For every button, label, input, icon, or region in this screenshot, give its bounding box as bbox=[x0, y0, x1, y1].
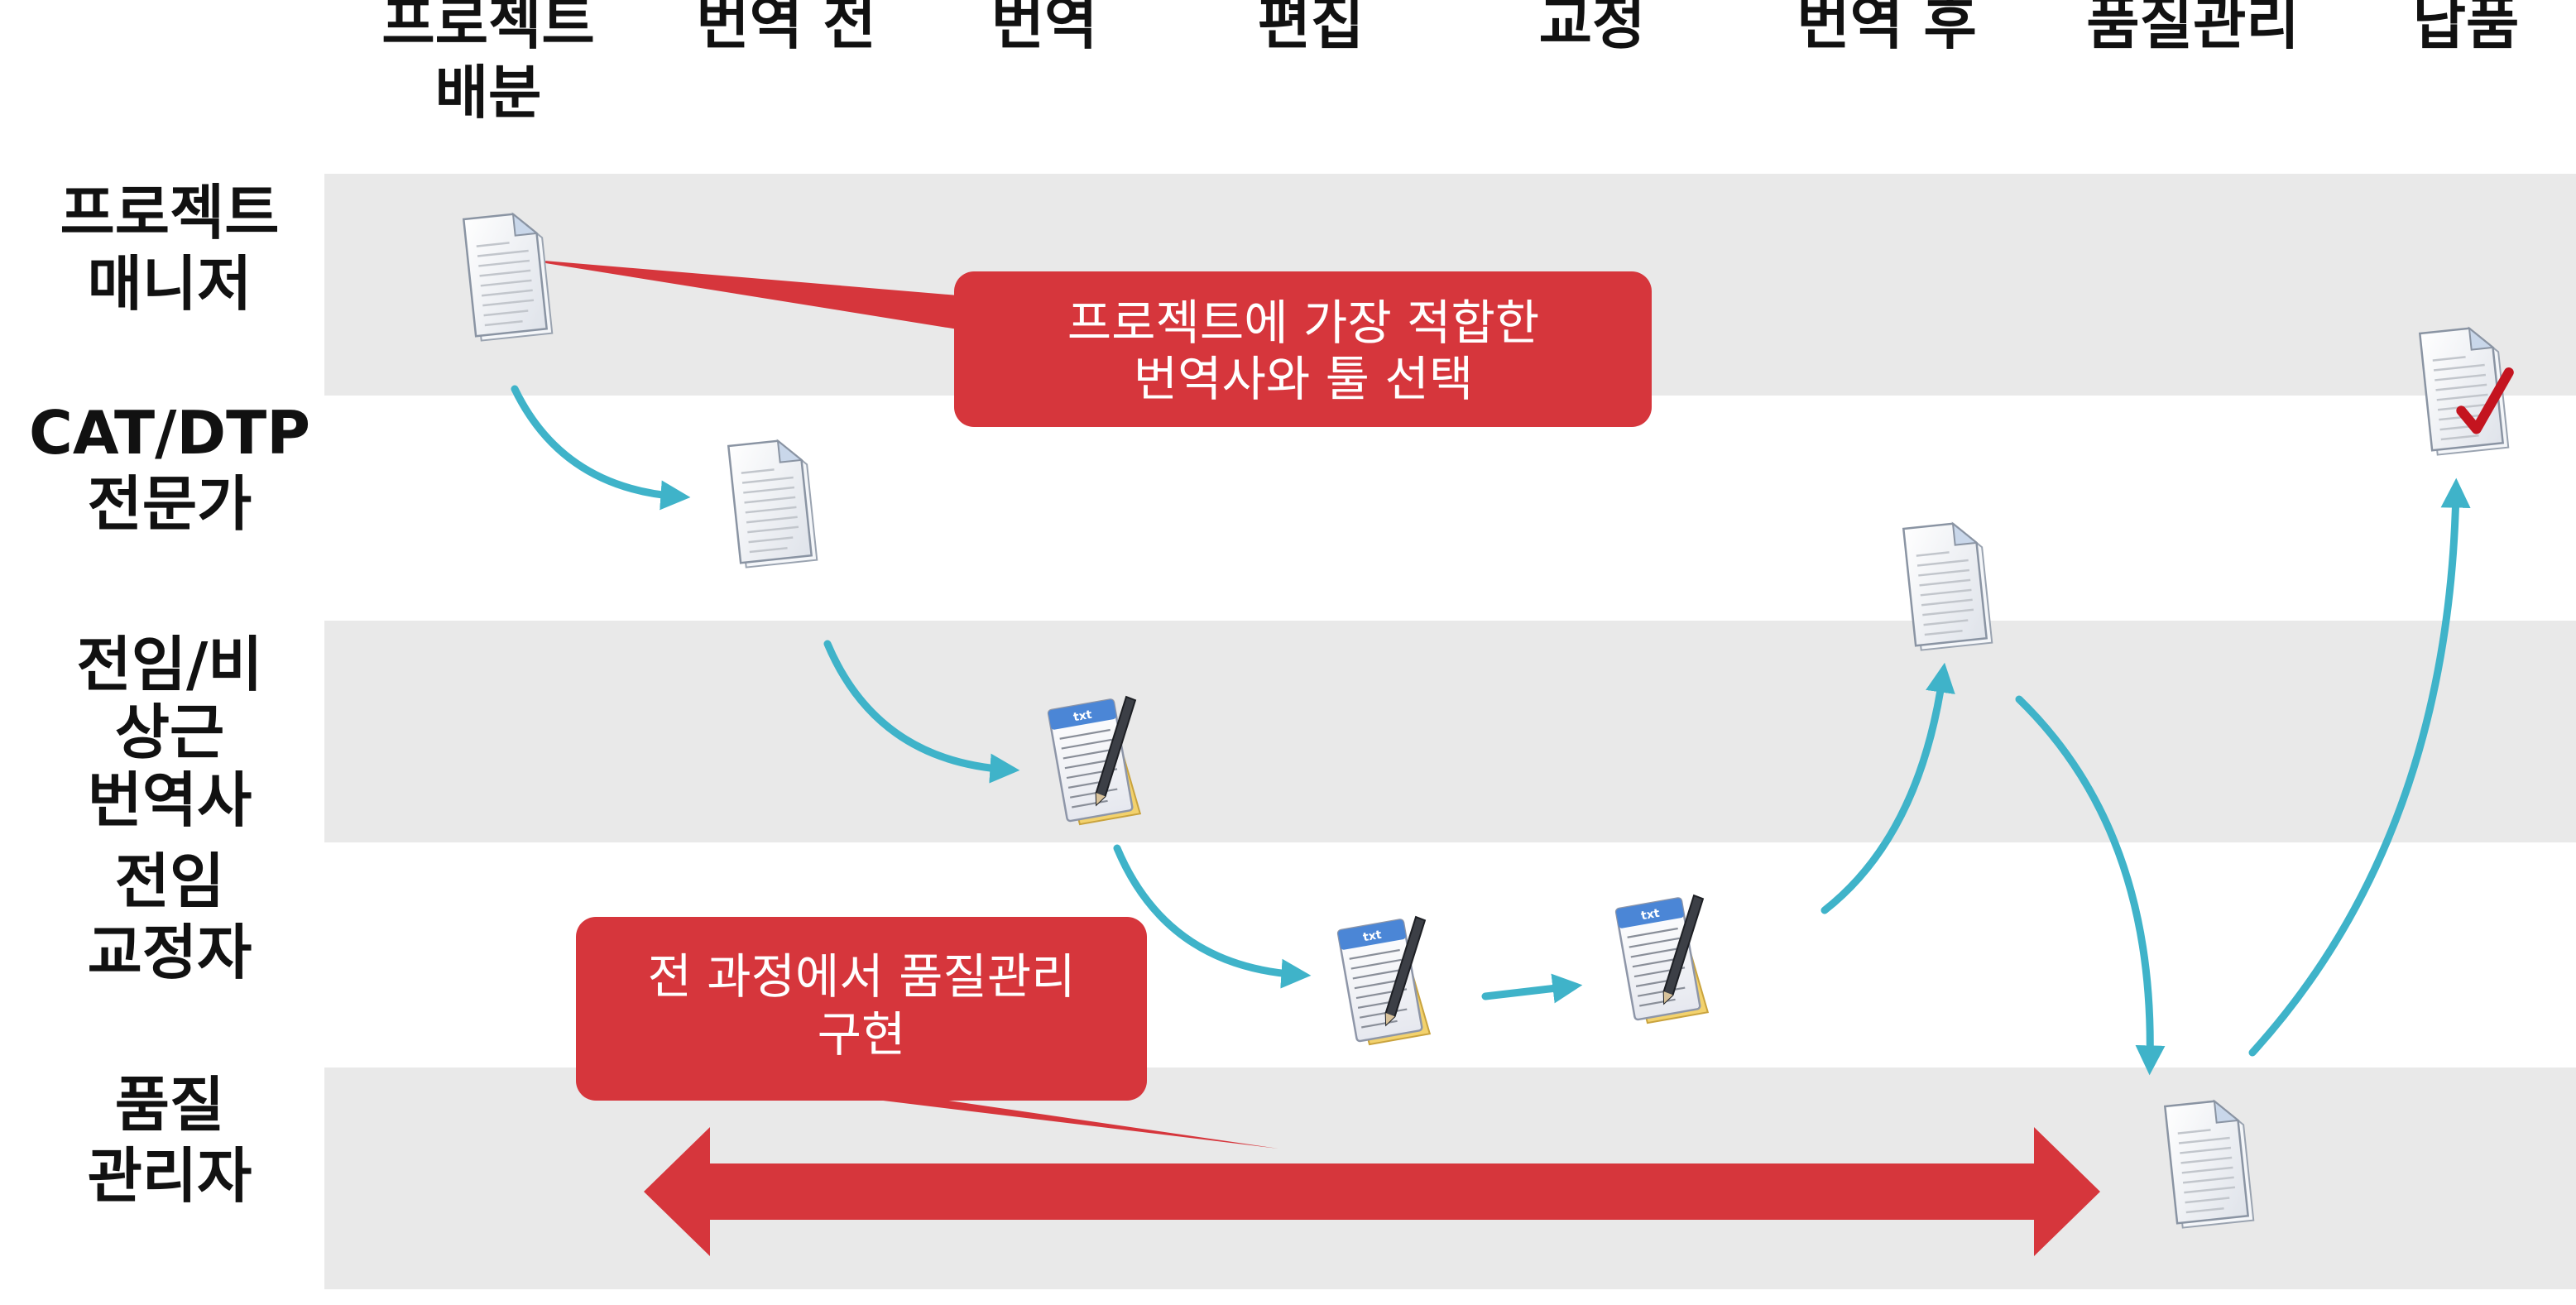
lane-translator bbox=[324, 621, 2576, 842]
callout-box bbox=[576, 917, 1147, 1101]
callout-pointer bbox=[515, 258, 968, 331]
flow-arrow bbox=[1820, 662, 1955, 914]
stage-header-quality-control: 품질관리 bbox=[2086, 0, 2300, 57]
flow-arrow bbox=[511, 385, 691, 511]
checkmark-icon bbox=[2456, 367, 2514, 434]
document-icon bbox=[1902, 520, 1993, 652]
txt-label: txt bbox=[1362, 928, 1383, 945]
flow-arrow bbox=[2248, 477, 2471, 1057]
stage-header-editing: 편집 bbox=[1258, 0, 1365, 57]
approved-document-icon bbox=[2419, 324, 2514, 457]
callout-box bbox=[954, 271, 1652, 427]
stage-header-translation: 번역 bbox=[991, 0, 1098, 57]
quality-span-arrow bbox=[644, 1127, 2100, 1256]
stage-header-proofreading: 교정 bbox=[1539, 0, 1646, 57]
stage-header-delivery: 납품 bbox=[2413, 0, 2520, 57]
flow-arrow bbox=[1113, 844, 1312, 989]
flow-arrows bbox=[511, 385, 2471, 1076]
flow-arrow bbox=[1481, 973, 1583, 1004]
text-edit-icon: txt bbox=[1614, 893, 1724, 1026]
flow-arrow bbox=[2015, 695, 2166, 1076]
text-edit-icon: txt bbox=[1047, 694, 1156, 828]
txt-label: txt bbox=[1072, 708, 1093, 725]
flow-arrow bbox=[823, 640, 1020, 784]
document-icon bbox=[727, 437, 818, 569]
txt-label: txt bbox=[1640, 907, 1661, 924]
stage-header-post-translation: 번역 후 bbox=[1796, 0, 1977, 57]
stage-header-pre-translation: 번역 전 bbox=[696, 0, 876, 57]
text-edit-icon: txt bbox=[1336, 914, 1446, 1048]
